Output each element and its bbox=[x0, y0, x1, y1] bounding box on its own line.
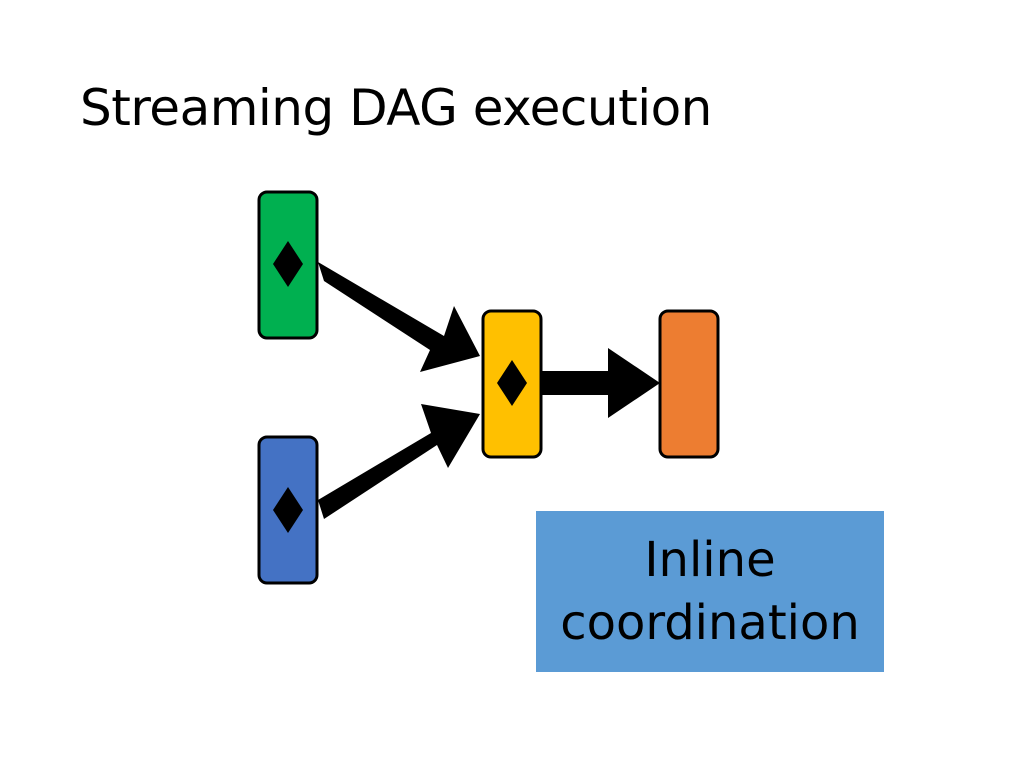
diamond-icon bbox=[273, 487, 303, 533]
edge-arrow-bottom bbox=[318, 404, 480, 519]
diamond-icon bbox=[497, 360, 527, 406]
callout-line-1: Inline bbox=[644, 532, 776, 589]
inline-coordination-callout: Inline coordination bbox=[536, 511, 884, 672]
slide-title: Streaming DAG execution bbox=[80, 79, 712, 137]
edge-arrow-right bbox=[541, 348, 660, 418]
callout-line-2: coordination bbox=[560, 594, 860, 651]
edge-arrow-top bbox=[318, 262, 480, 372]
node-sink bbox=[658, 309, 720, 459]
diamond-icon bbox=[273, 241, 303, 287]
